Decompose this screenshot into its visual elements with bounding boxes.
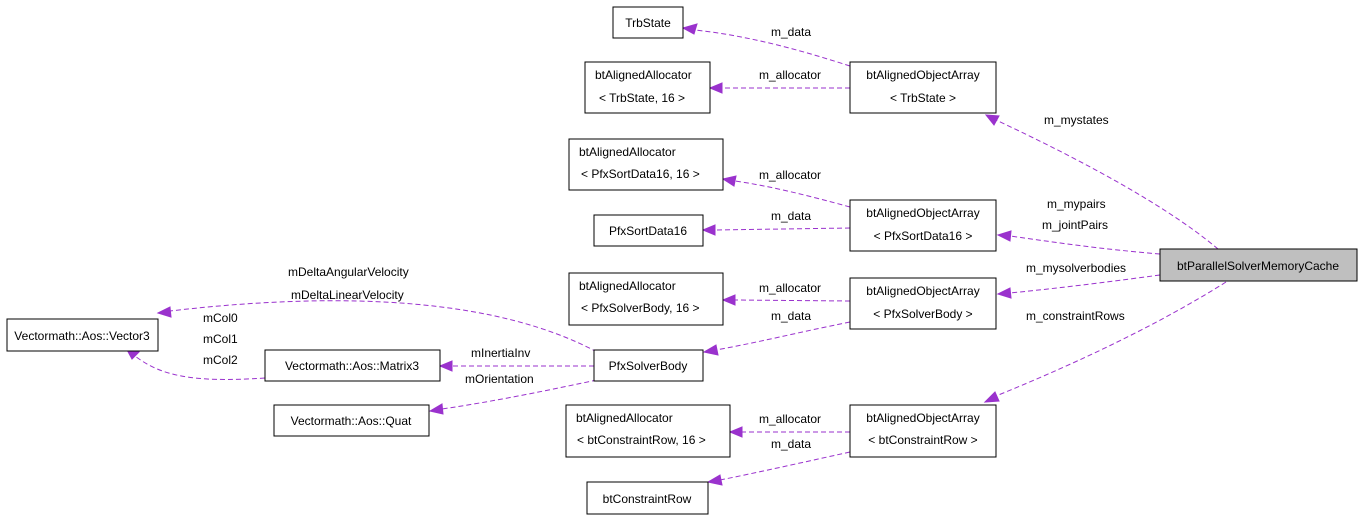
edge-label: m_data [771, 209, 811, 223]
edge-label: mDeltaLinearVelocity [291, 288, 404, 302]
edge-label: mCol2 [203, 353, 238, 367]
edge-constraintrows [983, 281, 1227, 403]
edge-solverbody-data [702, 321, 851, 356]
node-label: PfxSortData16 [609, 224, 687, 238]
node-label: < PfxSortData16 > [874, 229, 973, 243]
node-label: btAlignedAllocator [579, 279, 676, 293]
node-label: btParallelSolverMemoryCache [1177, 259, 1339, 273]
node-label: < btConstraintRow, 16 > [577, 433, 706, 447]
edge-vector3-from-matrix3 [124, 347, 266, 380]
edge-label: m_constraintRows [1026, 309, 1125, 323]
edge-label: m_allocator [759, 168, 821, 182]
node-label: btAlignedObjectArray [866, 206, 979, 220]
edge-label: m_mypairs [1047, 197, 1106, 211]
edge-row-allocator [728, 426, 850, 438]
node-label: PfxSolverBody [609, 359, 688, 373]
edge-label: m_mystates [1044, 113, 1109, 127]
node-array-pfxsortdata16[interactable]: btAlignedObjectArray < PfxSortData16 > [849, 199, 997, 252]
node-label: btAlignedObjectArray [866, 284, 979, 298]
edge-label: m_allocator [759, 281, 821, 295]
node-btconstraintrow[interactable]: btConstraintRow [586, 481, 709, 515]
node-label: Vectormath::Aos::Quat [291, 414, 412, 428]
node-alloc-pfxsolverbody[interactable]: btAlignedAllocator < PfxSolverBody, 16 > [568, 272, 724, 326]
node-label: < PfxSortData16, 16 > [581, 167, 700, 181]
edge-sort-allocator [721, 175, 851, 208]
edge-label: m_data [771, 437, 811, 451]
node-label: btAlignedAllocator [579, 145, 676, 159]
edge-label: mDeltaAngularVelocity [288, 265, 409, 279]
edge-body-allocator [721, 294, 851, 306]
node-label: btAlignedObjectArray [866, 68, 979, 82]
node-label: btAlignedAllocator [595, 68, 692, 82]
node-label: < btConstraintRow > [868, 433, 977, 447]
edge-sortdata-data [701, 224, 851, 236]
node-label: Vectormath::Aos::Vector3 [14, 329, 150, 343]
node-alloc-pfxsortdata16[interactable]: btAlignedAllocator < PfxSortData16, 16 > [568, 138, 724, 191]
edge-label: m_allocator [759, 412, 821, 426]
edge-label: mInertiaInv [471, 346, 530, 360]
edge-label: m_mysolverbodies [1026, 261, 1126, 275]
node-btparallelsolvermemorycache[interactable]: btParallelSolverMemoryCache [1159, 248, 1358, 282]
edge-label: m_allocator [759, 68, 821, 82]
edge-orientation [428, 379, 598, 415]
node-label: btConstraintRow [603, 492, 692, 506]
node-vectormath-vector3[interactable]: Vectormath::Aos::Vector3 [6, 318, 159, 352]
node-label: < PfxSolverBody > [873, 307, 972, 321]
node-array-pfxsolverbody[interactable]: btAlignedObjectArray < PfxSolverBody > [849, 277, 997, 330]
node-pfxsolverbody[interactable]: PfxSolverBody [593, 349, 704, 382]
edge-pairs [996, 230, 1161, 255]
edge-vector3-from-solverbody [156, 300, 598, 353]
node-vectormath-quat[interactable]: Vectormath::Aos::Quat [273, 404, 430, 437]
node-label: < PfxSolverBody, 16 > [581, 301, 700, 315]
edge-constraintrow-data [706, 451, 851, 486]
edge-mystates [984, 114, 1219, 250]
edge-label: mCol1 [203, 332, 238, 346]
node-alloc-btconstraintrow[interactable]: btAlignedAllocator < btConstraintRow, 16… [565, 404, 731, 458]
edge-label: m_data [771, 309, 811, 323]
node-array-trbstate[interactable]: btAlignedObjectArray < TrbState > [849, 61, 997, 114]
node-label: < TrbState > [890, 91, 956, 105]
node-alloc-trbstate[interactable]: btAlignedAllocator < TrbState, 16 > [584, 61, 711, 114]
edge-inertia [438, 360, 594, 372]
edge-mysolverbodies [996, 274, 1161, 299]
node-label: < TrbState, 16 > [599, 91, 685, 105]
node-trbstate[interactable]: TrbState [612, 6, 684, 39]
node-array-btconstraintrow[interactable]: btAlignedObjectArray < btConstraintRow > [849, 404, 997, 458]
node-label: Vectormath::Aos::Matrix3 [285, 359, 419, 373]
edge-label: mCol0 [203, 311, 238, 325]
node-vectormath-matrix3[interactable]: Vectormath::Aos::Matrix3 [264, 349, 441, 382]
edge-label: m_data [771, 25, 811, 39]
edge-label: m_jointPairs [1042, 218, 1108, 232]
edge-label: mOrientation [465, 372, 534, 386]
edge-trbstate-data [681, 23, 851, 67]
node-pfxsortdata16[interactable]: PfxSortData16 [593, 214, 704, 247]
edge-trb-allocator [708, 82, 850, 94]
node-label: btAlignedAllocator [576, 411, 673, 425]
node-label: btAlignedObjectArray [866, 411, 979, 425]
node-label: TrbState [625, 16, 671, 30]
